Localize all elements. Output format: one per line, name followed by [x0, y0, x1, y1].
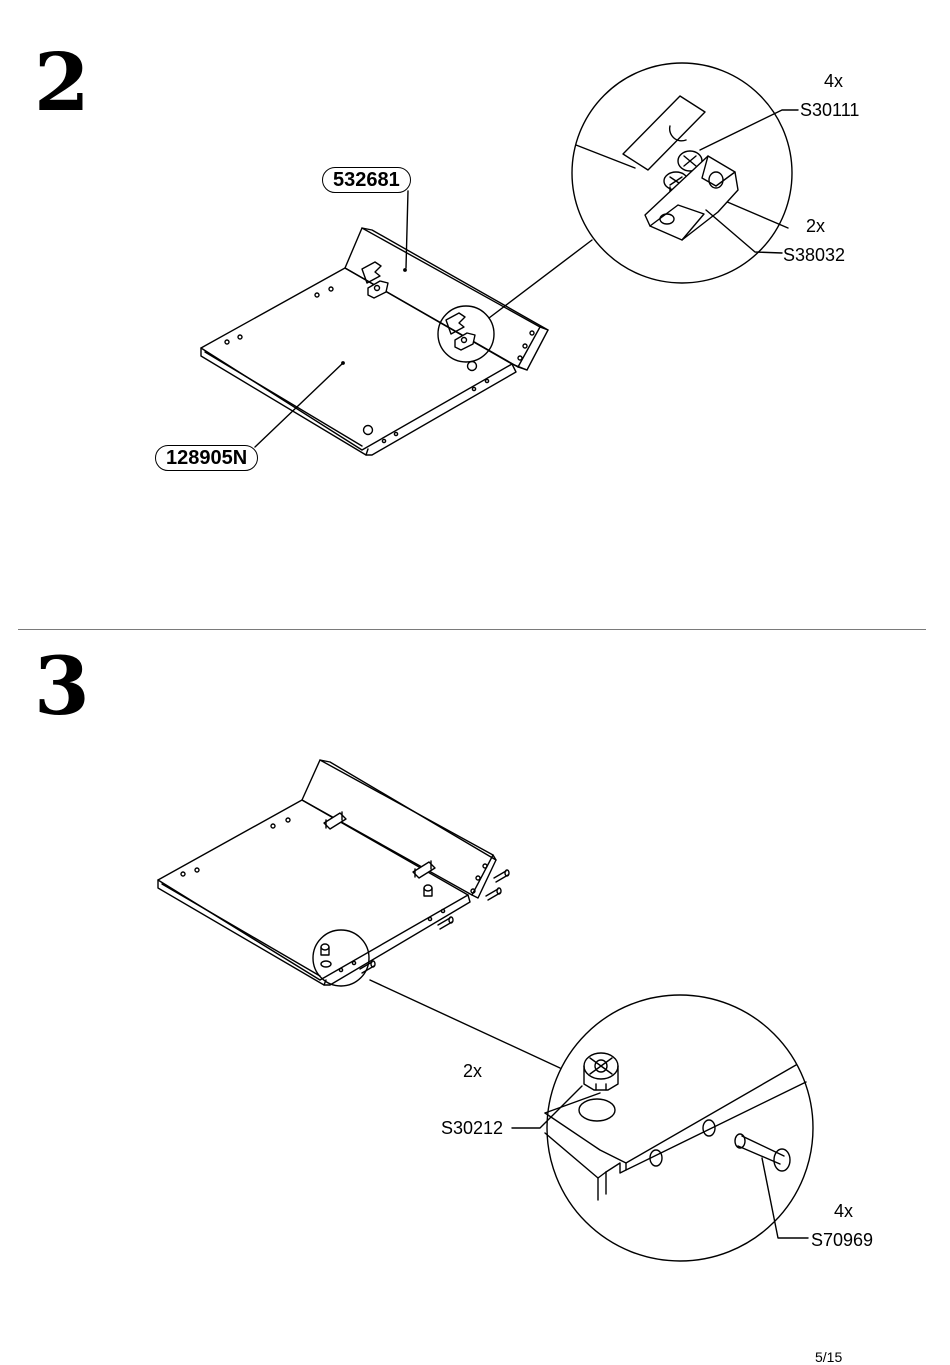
bottom-panel-assembled: [157, 799, 471, 986]
detail-leader-line: [369, 979, 561, 1069]
back-panel: [344, 227, 549, 371]
leader-s38032: [705, 209, 783, 254]
hardware-qty: 4x: [824, 71, 844, 91]
step-3-assembly: [157, 759, 814, 1262]
panel-holes: [224, 268, 535, 444]
detail-marker-circle: [437, 305, 495, 363]
leader-532681: [405, 190, 409, 269]
leader-128905N: [254, 362, 344, 448]
bracket-small-2: [445, 312, 476, 351]
dowel-icon: [359, 869, 510, 974]
dowel-icon: [734, 1133, 791, 1172]
hardware-code: S70969: [811, 1230, 874, 1250]
step-3-number: 3: [34, 639, 90, 733]
hardware-qty: 4x: [834, 1201, 854, 1221]
leader-s30111: [699, 109, 799, 151]
hardware-qty: 2x: [806, 216, 826, 236]
hardware-qty: 2x: [463, 1061, 483, 1081]
leader-s70969: [761, 1157, 809, 1239]
leader-s30212: [511, 1085, 583, 1129]
cam-lock-icon: [423, 884, 433, 897]
hardware-code: S30212: [441, 1118, 504, 1138]
bracket-step3-2: [412, 861, 436, 879]
detail-circle-step2: [571, 62, 799, 284]
bracket-step3-1: [323, 812, 347, 830]
step-divider: [18, 629, 926, 630]
back-panel-assembled: [301, 759, 497, 899]
detail-circle-step3: [511, 994, 814, 1262]
page-number: 5/15: [815, 1349, 843, 1365]
detail-marker-circle: [312, 929, 370, 987]
panel-holes-step3: [180, 817, 488, 973]
step-2-number: 2: [34, 35, 90, 129]
detail-leader-line: [488, 239, 593, 319]
angle-bracket-icon: [644, 155, 739, 241]
cam-lock-icon: [583, 1052, 619, 1091]
bracket-small-1: [361, 261, 389, 299]
hardware-code: S38032: [783, 245, 846, 265]
part-label-128905N: 128905N: [155, 445, 259, 471]
step-2-assembly: [200, 62, 799, 456]
cam-lock-icon: [320, 943, 332, 968]
bottom-panel: [200, 267, 517, 456]
hardware-code: S30111: [800, 100, 860, 120]
part-label-532681: 532681: [322, 167, 411, 193]
